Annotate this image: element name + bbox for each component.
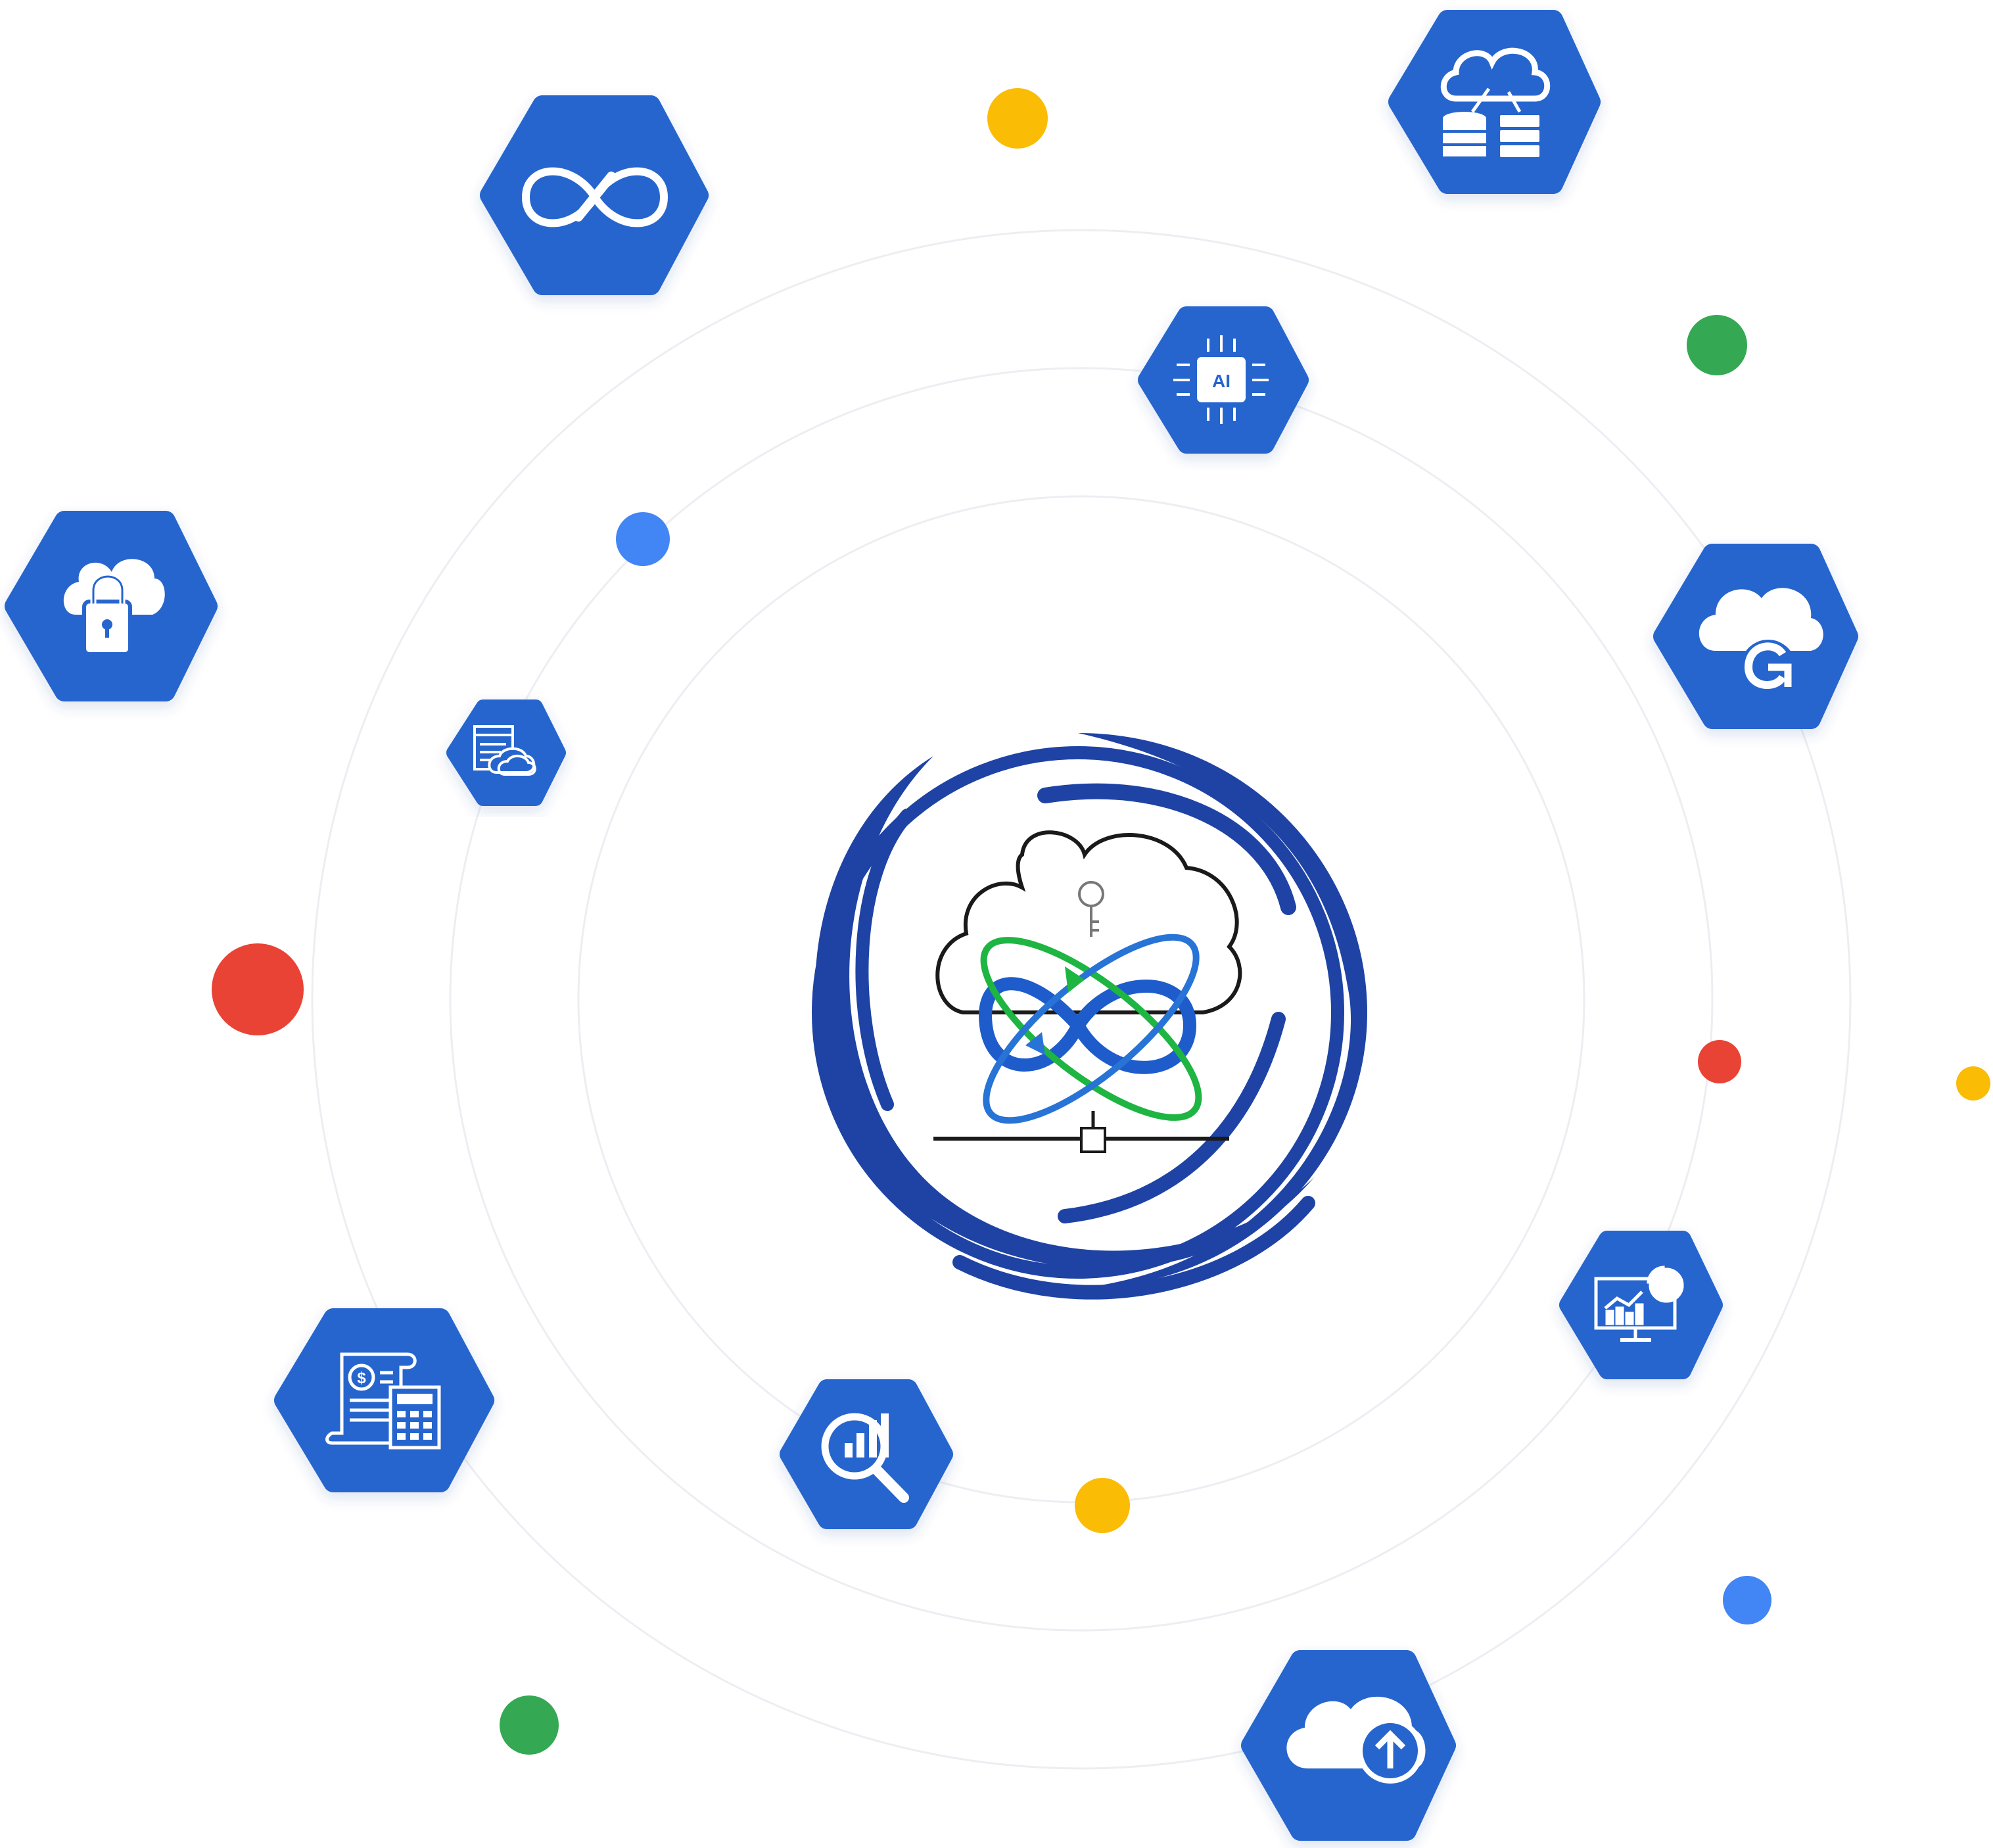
magnifier-chart-icon — [821, 1413, 909, 1503]
hex-cloud-upload[interactable] — [1241, 1650, 1456, 1841]
dot-yellow — [1956, 1066, 1990, 1101]
cloud-upload-icon — [1286, 1696, 1426, 1784]
dot-green — [500, 1695, 559, 1755]
dot-yellow — [1075, 1478, 1130, 1533]
hex-cloud-database[interactable] — [1388, 10, 1601, 194]
hex-devops[interactable] — [480, 95, 709, 295]
orbit-ring-middle — [449, 367, 1714, 1632]
hex-cloud-sync[interactable] — [1653, 544, 1858, 729]
code-cloud-icon — [473, 725, 536, 776]
ai-label: AI — [1212, 371, 1231, 391]
cloud-database-server-icon — [1440, 47, 1551, 157]
cloud-lock-icon — [63, 559, 165, 656]
ai-chip-icon — [1173, 335, 1269, 424]
dot-red — [1698, 1040, 1741, 1083]
orbit-ring-outer — [311, 229, 1852, 1770]
logo-cloud-icon — [935, 830, 1242, 1014]
cloud-refresh-icon — [1699, 588, 1823, 695]
hex-billing[interactable]: $ — [274, 1308, 494, 1492]
invoice-calculator-icon: $ — [325, 1352, 441, 1450]
dot-red — [212, 943, 304, 1035]
hex-cloud-security[interactable] — [5, 511, 218, 701]
hex-cloud-code[interactable] — [446, 699, 566, 806]
hex-data-insights[interactable] — [780, 1379, 953, 1529]
dot-blue — [616, 512, 670, 566]
hex-analytics-dashboard[interactable] — [1559, 1231, 1723, 1379]
infinity-icon — [521, 167, 668, 227]
hex-ai[interactable]: AI — [1138, 306, 1309, 454]
center-logo — [789, 720, 1367, 1300]
logo-network-line — [933, 1111, 1229, 1153]
dot-green — [1687, 315, 1747, 375]
dot-yellow — [987, 88, 1048, 149]
monitor-chart-icon — [1594, 1266, 1684, 1342]
logo-key-icon — [1078, 881, 1104, 937]
decor-dots — [212, 88, 1990, 1755]
logo-infinity-icon — [979, 934, 1202, 1124]
dot-blue — [1723, 1576, 1771, 1624]
svg-text:$: $ — [357, 1369, 366, 1387]
